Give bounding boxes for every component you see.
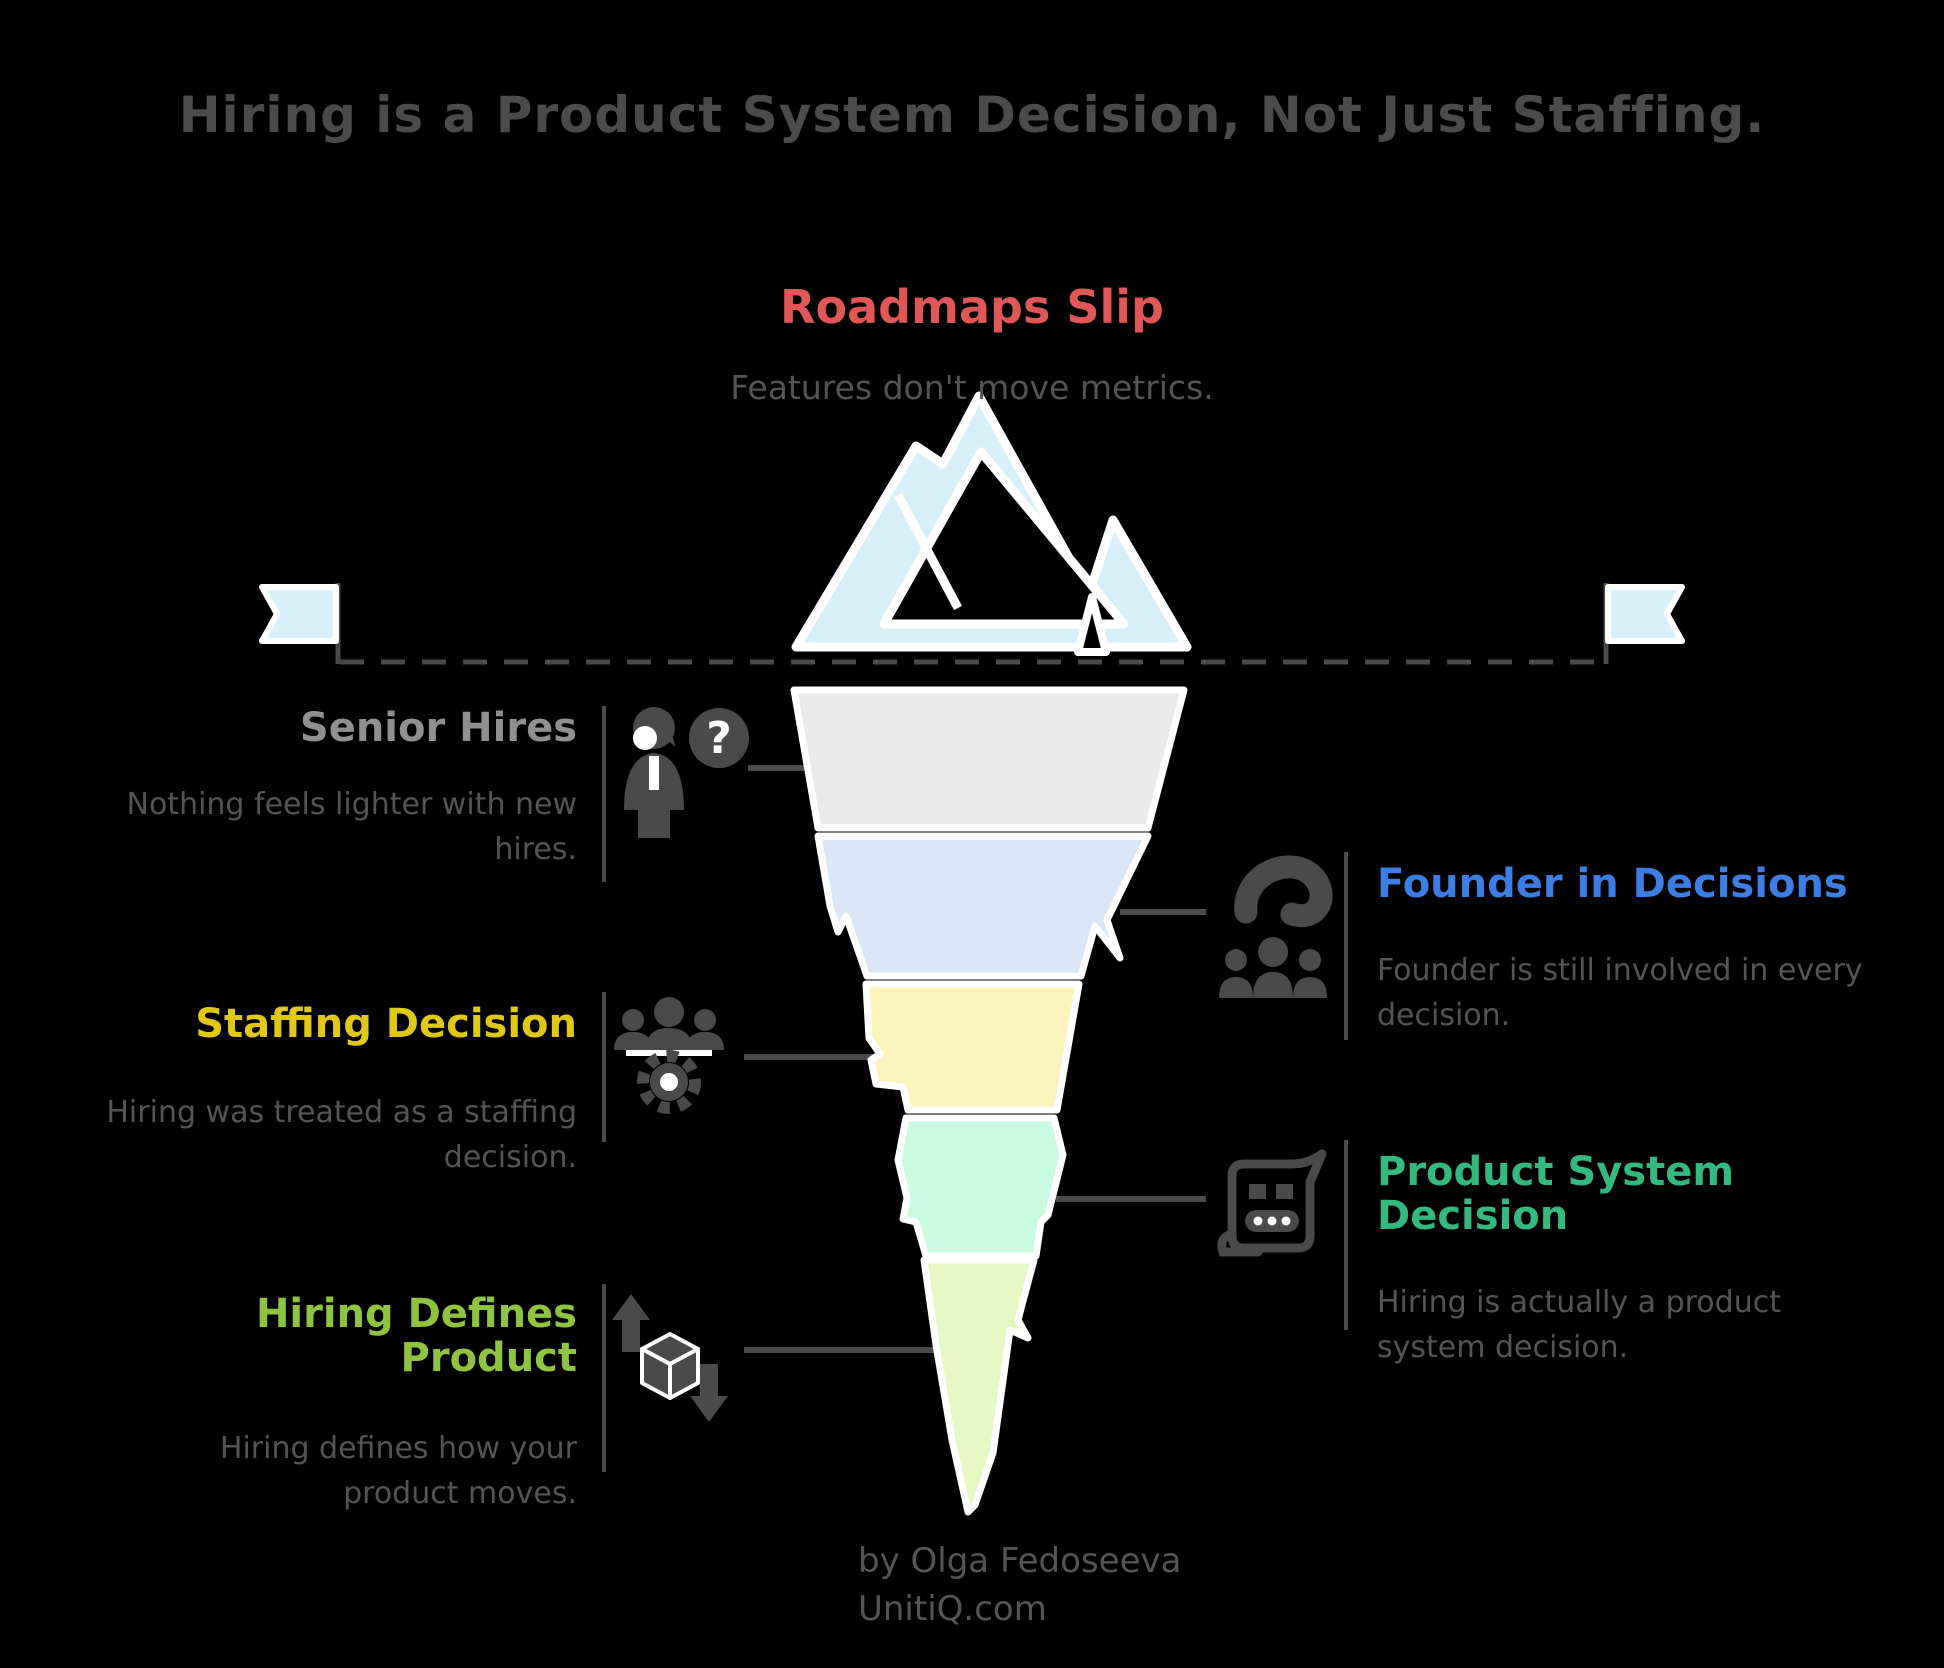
description-line: Hiring was treated as a staffing (106, 1095, 577, 1130)
person-question-icon: ? (624, 707, 749, 838)
section-title: Senior Hires (299, 705, 577, 751)
description-line: Hiring defines how your (219, 1431, 577, 1466)
description-line: Hiring is actually a product (1377, 1285, 1781, 1320)
footer-byline: by Olga Fedoseeva (858, 1541, 1182, 1581)
section-hiring-defines-product: Hiring Defines Product Hiring defines ho… (70, 1292, 577, 1516)
page-title: Hiring is a Product System Decision, Not… (178, 86, 1766, 144)
footer-credit: by Olga Fedoseeva UnitiQ.com (858, 1538, 1458, 1633)
section-description: Hiring was treated as a staffing decisio… (70, 1090, 577, 1180)
description-line: decision. (443, 1140, 577, 1175)
description-line: Founder is still involved in every (1377, 953, 1863, 988)
svg-text:?: ? (706, 713, 732, 764)
section-description: Hiring is actually a product system deci… (1377, 1280, 1937, 1370)
iceberg-above-water (791, 391, 1192, 656)
section-title: Hiring Defines Product (255, 1291, 577, 1381)
surface-section-description: Features don't move metrics. (730, 368, 1214, 407)
cube-arrows-icon (612, 1294, 728, 1422)
description-line: hires. (494, 832, 577, 867)
section-description: Founder is still involved in every decis… (1377, 948, 1937, 1038)
section-title: Founder in Decisions (1377, 861, 1848, 907)
iceberg-layer-product-system-decision (894, 1114, 1067, 1260)
iceberg-underwater-layers (790, 686, 1188, 1516)
left-flag-icon (259, 584, 339, 644)
iceberg-layer-hiring-defines-product (920, 1256, 1038, 1516)
process-chart-icon (1217, 1149, 1327, 1257)
section-description: Nothing feels lighter with new hires. (70, 782, 577, 872)
section-senior-hires: Senior Hires Nothing feels lighter with … (70, 706, 577, 872)
section-product-system-decision: Product System Decision Hiring is actual… (1377, 1150, 1937, 1370)
surface-section-label: Roadmaps Slip (780, 280, 1164, 334)
iceberg-layer-staffing-decision (862, 980, 1083, 1114)
section-title: Staffing Decision (195, 1001, 577, 1047)
mountain-right-notch (1074, 593, 1110, 656)
section-founder-in-decisions: Founder in Decisions Founder is still in… (1377, 862, 1937, 1038)
question-audience-icon (1219, 855, 1333, 998)
description-line: product moves. (343, 1476, 577, 1511)
footer-site: UnitiQ.com (858, 1588, 1047, 1629)
description-line: Nothing feels lighter with new (126, 787, 577, 822)
right-flag-icon (1605, 584, 1685, 644)
description-line: system decision. (1377, 1330, 1629, 1365)
connector-lines (744, 765, 1206, 1353)
description-line: decision. (1377, 998, 1511, 1033)
label-dividers (602, 706, 1348, 1472)
team-gear-icon (614, 997, 724, 1114)
mountain-left-slash (894, 492, 962, 611)
iceberg-layer-senior-hires (790, 686, 1188, 832)
section-title: Product System Decision (1377, 1149, 1735, 1239)
section-staffing-decision: Staffing Decision Hiring was treated as … (70, 1002, 577, 1180)
section-description: Hiring defines how your product moves. (70, 1426, 577, 1516)
iceberg-layer-founder-in-decisions (814, 832, 1152, 980)
